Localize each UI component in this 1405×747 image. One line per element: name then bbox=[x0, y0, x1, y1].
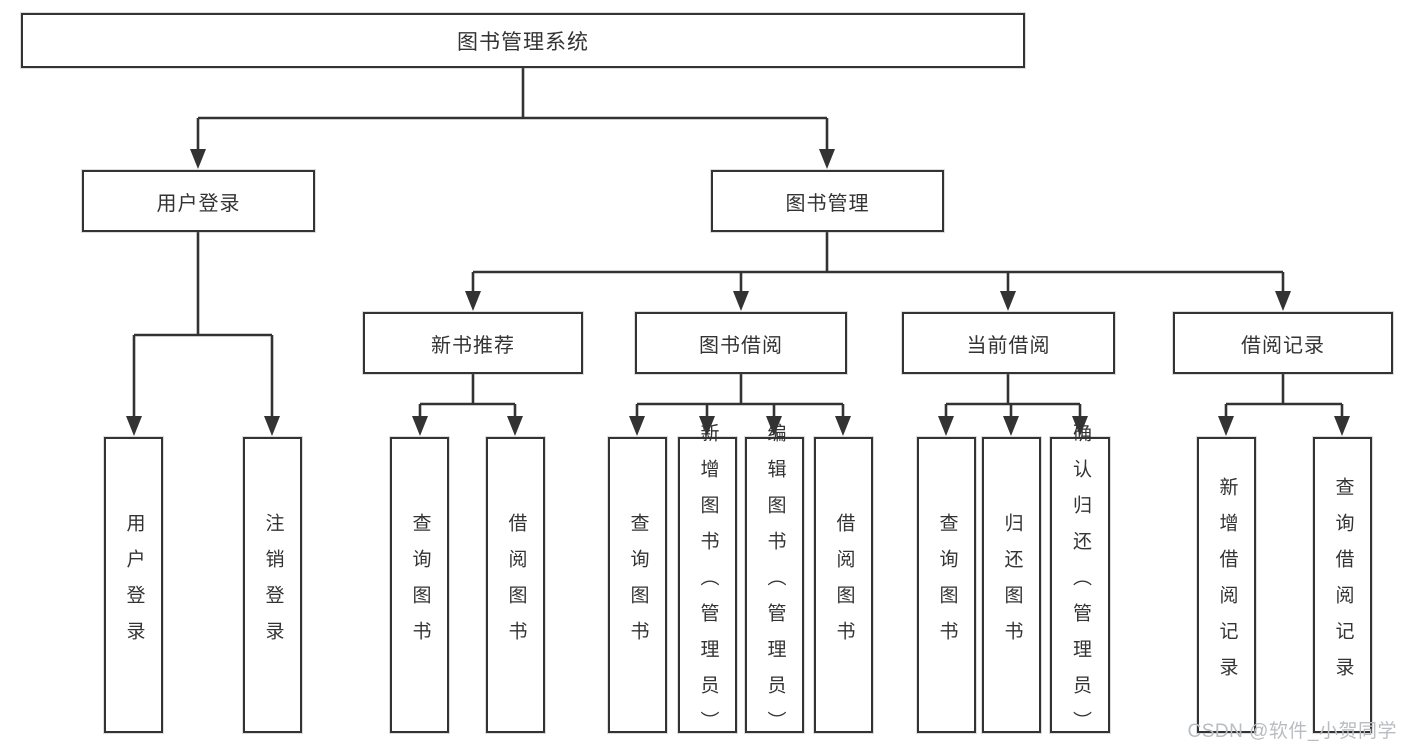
leaf-edit-books-admin: 编辑图书（管理员） bbox=[745, 423, 804, 747]
arrowhead bbox=[507, 416, 523, 436]
arrowhead bbox=[699, 416, 715, 436]
leaf-borrow-books: 借阅图书 bbox=[814, 437, 873, 733]
arrowhead bbox=[1000, 291, 1016, 311]
leaf-label: 编辑图书（管理员） bbox=[764, 423, 786, 747]
leaf-label: 借阅图书 bbox=[505, 513, 527, 657]
arrowhead bbox=[412, 416, 428, 436]
leaf-label: 查询图书 bbox=[627, 513, 649, 657]
arrowhead bbox=[938, 416, 954, 436]
leaf-label: 用户登录 bbox=[123, 513, 145, 657]
leaf-label: 借阅图书 bbox=[833, 513, 855, 657]
leaf-label: 新增图书（管理员） bbox=[697, 423, 719, 747]
edge-book-mgmt-to-level3 bbox=[471, 232, 1285, 294]
arrowhead bbox=[733, 291, 749, 311]
edge-section-stems bbox=[471, 374, 1285, 404]
leaf-label: 查询图书 bbox=[936, 513, 958, 657]
leaf-borrow-books-recommend: 借阅图书 bbox=[486, 437, 545, 733]
arrowhead bbox=[835, 416, 851, 436]
leaf-add-books-admin: 新增图书（管理员） bbox=[678, 423, 737, 747]
arrowhead bbox=[1072, 416, 1088, 436]
leaf-add-borrow-record: 新增借阅记录 bbox=[1197, 437, 1256, 733]
node-current-borrowing: 当前借阅 bbox=[902, 312, 1115, 374]
arrowhead bbox=[1218, 416, 1234, 436]
leaf-label: 新增借阅记录 bbox=[1216, 477, 1238, 693]
leaf-logout: 注销登录 bbox=[243, 437, 302, 733]
edge-user-login-to-leaves bbox=[132, 232, 274, 419]
edge-leaf-drops bbox=[418, 404, 1344, 419]
arrowhead bbox=[190, 149, 206, 169]
node-root-library-system: 图书管理系统 bbox=[21, 13, 1025, 68]
node-book-borrowing: 图书借阅 bbox=[635, 312, 847, 374]
arrowhead bbox=[1003, 416, 1019, 436]
leaf-query-books-current: 查询图书 bbox=[917, 437, 976, 733]
arrowhead bbox=[819, 149, 835, 169]
leaf-label: 归还图书 bbox=[1001, 513, 1023, 657]
arrowhead bbox=[629, 416, 645, 436]
node-new-book-recommendation: 新书推荐 bbox=[363, 312, 583, 374]
arrowhead bbox=[766, 416, 782, 436]
leaf-label: 注销登录 bbox=[262, 513, 284, 657]
leaf-label: 查询借阅记录 bbox=[1332, 477, 1354, 693]
node-user-login: 用户登录 bbox=[82, 170, 315, 232]
arrowhead bbox=[465, 291, 481, 311]
node-borrowing-records: 借阅记录 bbox=[1173, 312, 1393, 374]
leaf-query-books-borrow: 查询图书 bbox=[608, 437, 667, 733]
leaf-label: 确认归还（管理员） bbox=[1070, 423, 1091, 747]
leaf-query-books-recommend: 查询图书 bbox=[390, 437, 449, 733]
arrowhead bbox=[1275, 291, 1291, 311]
leaf-return-books: 归还图书 bbox=[982, 437, 1041, 733]
leaf-query-borrow-record: 查询借阅记录 bbox=[1313, 437, 1372, 733]
arrowhead bbox=[126, 416, 142, 436]
arrowhead bbox=[1334, 416, 1350, 436]
arrowhead bbox=[264, 416, 280, 436]
edge-root-to-level2 bbox=[196, 68, 829, 152]
csdn-watermark: CSDN @软件_小贺同学 bbox=[1187, 721, 1397, 742]
leaf-user-login: 用户登录 bbox=[104, 437, 163, 733]
leaf-label: 查询图书 bbox=[409, 513, 431, 657]
node-book-management: 图书管理 bbox=[711, 170, 944, 232]
leaf-confirm-return-admin: 确认归还（管理员） bbox=[1050, 423, 1110, 747]
